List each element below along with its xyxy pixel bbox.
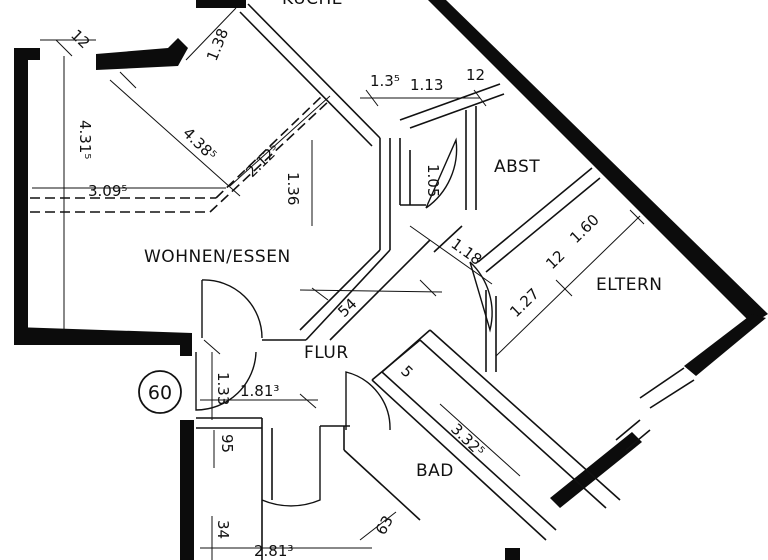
- dim-1-38: 1.38: [203, 26, 232, 64]
- tick-5: [299, 393, 317, 409]
- wall-abst-top-b: [409, 93, 505, 129]
- room-label-eltern: ELTERN: [596, 275, 663, 295]
- dim-3-095: 3.09⁵: [88, 182, 127, 200]
- room-label-flur: FLUR: [304, 343, 349, 363]
- window-right-a: [649, 379, 695, 409]
- wall-top-middle: [96, 38, 188, 70]
- wall-flur-diag-a: [329, 239, 431, 341]
- exterior-walls: [14, 0, 768, 560]
- wall-flur-diag-b: [433, 225, 463, 253]
- room-label-kueche: KÜCHE: [282, 0, 343, 9]
- dim-line-63: [359, 511, 397, 541]
- tick-1: [55, 39, 73, 57]
- wall-bottom-right: [684, 314, 766, 376]
- beam-dashed-c: [215, 95, 323, 199]
- room-labels: KÜCHE WOHNEN/ESSEN ABST ELTERN FLUR BAD: [144, 0, 663, 481]
- dim-line-1-38: [185, 7, 237, 61]
- unit-number: 60: [148, 382, 172, 404]
- wall-top-kitchen: [196, 0, 246, 8]
- dim-95: 95: [218, 434, 236, 453]
- dim-line-2-125: [229, 95, 331, 187]
- dim-line-3-325: [439, 403, 521, 477]
- dim-1-36: 1.36: [284, 172, 302, 205]
- dim-1-18: 1.18: [448, 235, 486, 269]
- dim-4-385: 4.38⁵: [179, 124, 220, 164]
- unit-number-marker: 60: [138, 370, 182, 414]
- dim-line-4-385: [109, 79, 241, 197]
- dim-1-813: 1.81³: [240, 382, 279, 400]
- dim-5-bad: 5: [397, 362, 416, 382]
- door-lower-room: [261, 426, 321, 507]
- dim-line-54: [299, 289, 443, 293]
- wall-kitchen-diag-b: [239, 11, 373, 147]
- beam-dashed-d: [209, 99, 331, 213]
- room-label-abst: ABST: [494, 157, 540, 177]
- wall-abst-top-a: [399, 83, 501, 121]
- wall-lower-e: [343, 449, 421, 521]
- tick-4: [419, 279, 437, 297]
- wall-bottom-corner: [505, 548, 520, 560]
- window-right-b: [639, 367, 685, 399]
- dimension-labels: 1.38 4.31⁵ 3.09⁵ 4.38⁵ 2.12⁵ 1.36 1.3⁵ 1…: [67, 26, 603, 560]
- dim-4-315: 4.31⁵: [76, 120, 94, 159]
- dim-54: 54: [334, 295, 360, 321]
- door-abst: [425, 137, 458, 209]
- wall-living-diag-a: [299, 249, 381, 331]
- tick-3: [311, 287, 329, 301]
- wall-kitchen-diag-a: [247, 3, 381, 139]
- dim-1-60: 1.60: [566, 211, 603, 247]
- window-right-d: [625, 429, 651, 451]
- wall-eltern-diag-b: [485, 177, 601, 273]
- wall-eltern-diag-a: [477, 167, 593, 263]
- room-label-wohnen-essen: WOHNEN/ESSEN: [144, 247, 291, 267]
- wall-right-diagonal: [428, 0, 768, 324]
- dim-line-eltern: [495, 215, 641, 357]
- tick-6: [555, 279, 573, 297]
- wall-lower-left: [180, 420, 194, 560]
- wall-bad-top-b: [419, 339, 607, 509]
- window-right-c: [615, 419, 641, 441]
- wall-top-left: [14, 48, 40, 60]
- door-eltern: [469, 261, 493, 333]
- dim-12-eltern: 12: [542, 247, 568, 273]
- dim-12-top: 12: [466, 66, 485, 84]
- dim-1-13: 1.13: [410, 76, 443, 94]
- dim-1-05: 1.05: [424, 164, 442, 197]
- door-bad: [345, 371, 391, 431]
- dim-12-left: 12: [67, 26, 93, 52]
- door-living: [201, 279, 263, 339]
- dim-63: 63: [372, 512, 397, 538]
- doors: [195, 137, 493, 507]
- dim-line-1-18: [409, 225, 493, 285]
- wall-living-diag-b: [305, 249, 391, 341]
- wall-left: [14, 48, 28, 333]
- unit-number-circle: [138, 370, 182, 414]
- wall-bad-left-b: [381, 371, 557, 531]
- tick-7: [629, 209, 645, 225]
- dim-34: 34: [214, 520, 232, 539]
- wall-lower-right: [550, 432, 642, 508]
- tick-11: [203, 339, 221, 355]
- dim-2-813: 2.81³: [254, 542, 293, 560]
- tick-8: [365, 89, 379, 107]
- tick-9: [473, 89, 487, 107]
- door-entry: [195, 351, 257, 411]
- wall-bad-left-a: [371, 379, 547, 541]
- interior-walls: [30, 3, 695, 560]
- wall-bad-top-a: [429, 329, 621, 501]
- wall-bad-corner-b: [381, 329, 431, 373]
- wall-bottom-left: [14, 327, 192, 356]
- room-label-bad: BAD: [416, 461, 454, 481]
- dim-1-35: 1.3⁵: [370, 72, 400, 90]
- tick-2: [119, 71, 137, 89]
- dim-1-33: 1.33: [214, 372, 232, 405]
- dimension-lines: [32, 7, 645, 560]
- dim-2-125: 2.12⁵: [242, 141, 283, 181]
